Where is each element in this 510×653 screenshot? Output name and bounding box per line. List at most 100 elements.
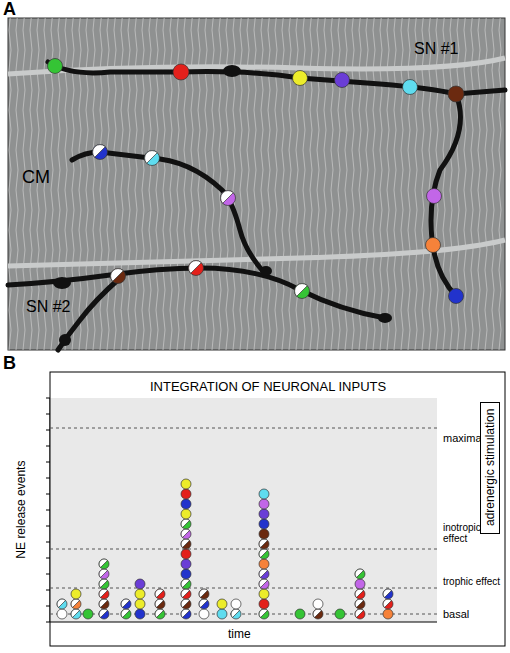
threshold-lines	[50, 428, 437, 614]
label: maximal	[443, 432, 484, 444]
label: CM	[22, 168, 50, 188]
varicosity	[260, 266, 272, 276]
varicosity-dot	[259, 599, 269, 609]
varicosity-dot	[259, 559, 269, 569]
dot-half	[181, 579, 189, 587]
varicosity-dot	[145, 151, 160, 166]
dot-half	[295, 284, 308, 297]
dot-half	[199, 589, 207, 597]
varicosity-dot	[427, 189, 442, 204]
varicosity-dot	[48, 59, 63, 74]
varicosity-dot	[155, 589, 165, 599]
varicosity-dot	[295, 284, 310, 299]
varicosity-dot	[155, 609, 165, 619]
label: INTEGRATION OF NEURONAL INPUTS	[150, 380, 386, 394]
varicosity-dot	[181, 539, 191, 549]
tick	[46, 606, 50, 607]
varicosity-dot	[181, 519, 191, 529]
varicosity-dot	[199, 589, 209, 599]
varicosity-dot	[181, 609, 191, 619]
label-box: adrenergic stimulation	[480, 402, 500, 534]
release-dot	[57, 609, 67, 619]
dot-half	[121, 599, 129, 607]
tick	[46, 462, 50, 463]
dot-half	[355, 599, 363, 607]
dot-half	[181, 539, 189, 547]
varicosity-dot	[181, 489, 191, 499]
dot-half	[155, 609, 163, 617]
label: B	[3, 354, 16, 374]
varicosity-dot	[135, 589, 145, 599]
varicosity-dot	[259, 569, 269, 579]
dot-half	[57, 599, 65, 607]
varicosities-colored	[48, 59, 465, 304]
varicosity-dot	[231, 609, 241, 619]
dot-half	[259, 569, 267, 577]
dot-half	[313, 609, 321, 617]
varicosity-dot	[355, 599, 365, 609]
varicosity-dot	[111, 269, 126, 284]
tick	[46, 430, 50, 431]
cardiomyocyte-ground	[8, 18, 505, 350]
dot-half	[199, 599, 207, 607]
dot-half	[181, 529, 189, 537]
dot-half	[189, 261, 202, 274]
varicosity-dot	[181, 529, 191, 539]
varicosity-dot	[355, 569, 365, 579]
label: SN #1	[414, 40, 458, 58]
varicosity-dot	[355, 609, 365, 619]
chart-frame	[50, 372, 505, 646]
dot-half	[99, 599, 107, 607]
dot-half	[259, 579, 267, 587]
varicosity-dot	[99, 559, 109, 569]
varicosity-dot	[259, 589, 269, 599]
varicosity-dot	[71, 609, 81, 619]
tick	[46, 398, 50, 399]
varicosity-dot	[189, 261, 204, 276]
dot-half	[155, 599, 163, 607]
varicosity-dot	[99, 579, 109, 589]
dot-half	[99, 569, 107, 577]
varicosity-dot	[181, 479, 191, 489]
label: SN #2	[26, 298, 70, 316]
varicosity	[378, 313, 392, 323]
dot-half	[99, 559, 107, 567]
varicosity-dot	[121, 609, 131, 619]
dot-half	[181, 519, 189, 527]
varicosity-dot	[383, 599, 393, 609]
dot-half	[259, 539, 267, 547]
tick	[46, 446, 50, 447]
varicosity-dot	[259, 529, 269, 539]
varicosity-dot	[83, 609, 93, 619]
box-text: adrenergic stimulation	[484, 410, 497, 526]
release-dot	[231, 599, 241, 609]
sympathetic-neurons	[8, 62, 505, 350]
varicosity-dot	[181, 589, 191, 599]
threshold-line	[50, 428, 437, 429]
varicosity-dot	[355, 589, 365, 599]
dot-half	[221, 191, 234, 204]
varicosity-dot	[71, 599, 81, 609]
release-events	[57, 479, 393, 619]
tick	[46, 510, 50, 511]
dot-half	[155, 589, 163, 597]
dot-half	[181, 599, 189, 607]
varicosity-dot	[449, 289, 464, 304]
dot-half	[181, 609, 189, 617]
dot-half	[355, 569, 363, 577]
varicosity-dot	[426, 238, 441, 253]
tick	[46, 542, 50, 543]
varicosity-dot	[181, 549, 191, 559]
varicosity-dot	[99, 589, 109, 599]
varicosity-dot	[99, 609, 109, 619]
label: time	[228, 628, 251, 641]
varicosity	[223, 65, 241, 77]
varicosity-dot	[155, 599, 165, 609]
varicosity-dot	[135, 599, 145, 609]
tick	[46, 526, 50, 527]
dot-half	[99, 589, 107, 597]
dot-half	[259, 609, 267, 617]
label: A	[3, 0, 16, 20]
tick	[46, 622, 50, 623]
